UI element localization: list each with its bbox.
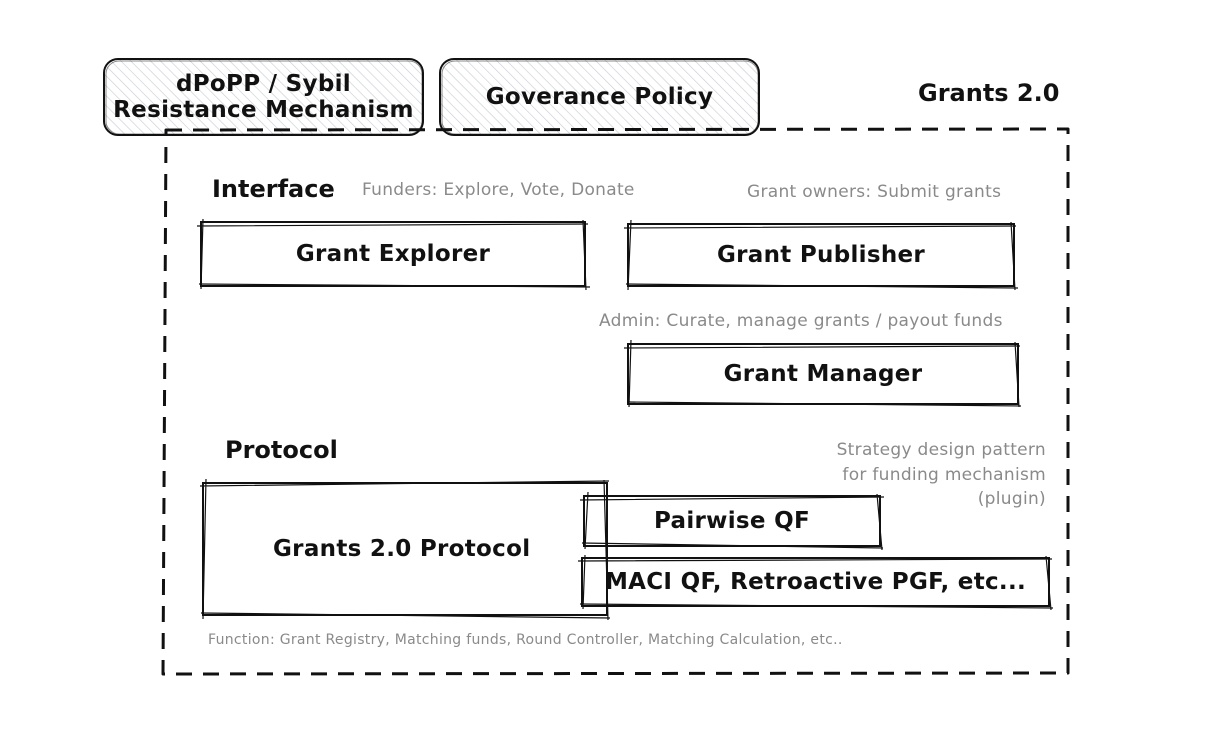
grant-manager-label: Grant Manager [723,361,923,387]
grant-publisher-box [623,219,1019,291]
function-note: Function: Grant Registry, Matching funds… [208,632,843,648]
strategy-note-line1: Strategy design pattern [836,440,1046,460]
sybil-box-shape [103,58,424,136]
governance-box-shape [439,58,760,136]
grant-manager-box [623,339,1022,408]
sybil-resistance-label: dPoPP / Sybil Resistance Mechanism [104,59,423,135]
grant-explorer-label: Grant Explorer [295,241,491,267]
strategy-note-line3: (plugin) [977,489,1046,510]
grant-publisher-label: Grant Publisher [716,242,926,268]
maci-qf-box [577,554,1054,611]
maci-qf-label: MACI QF, Retroactive PGF, etc... [604,569,1027,595]
strategy-note-line2: for funding mechanism [842,464,1046,485]
grants-protocol-box [199,478,611,621]
governance-policy-label: Goverance Policy [485,84,714,110]
sybil-label-line2: Resistance Mechanism [113,97,414,123]
pairwise-qf-label: Pairwise QF [654,508,810,534]
funders-note: Funders: Explore, Vote, Donate [362,180,635,200]
interface-heading: Interface [212,175,335,203]
admin-note: Admin: Curate, manage grants / payout fu… [599,311,1003,331]
protocol-heading: Protocol [225,436,338,464]
sybil-label-line1: dPoPP / Sybil [176,71,351,97]
grant-owners-note: Grant owners: Submit grants [747,182,1002,202]
grants-protocol-label: Grants 2.0 Protocol [273,536,531,562]
grant-explorer-box [196,218,591,291]
pairwise-qf-box [579,491,885,551]
grants-container-border [161,127,1070,676]
strategy-note: Strategy design pattern for funding mech… [790,438,1046,512]
grants-container-title: Grants 2.0 [918,79,1060,107]
